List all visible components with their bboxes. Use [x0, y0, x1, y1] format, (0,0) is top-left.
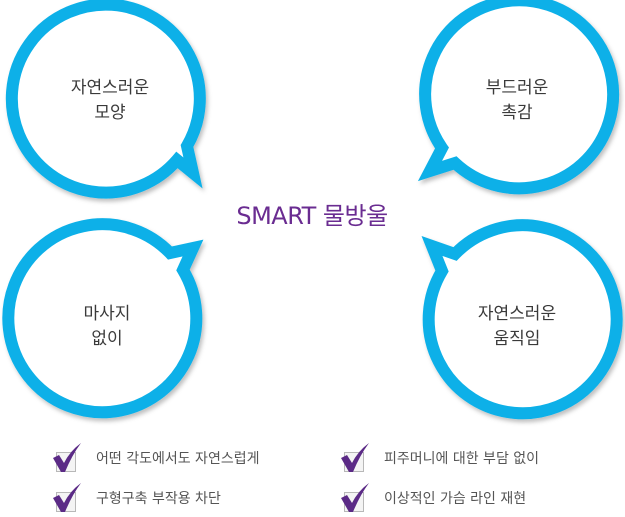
- checkbox: [338, 481, 372, 515]
- bubble-bottom-left-text: 마사지 없이: [27, 302, 187, 352]
- checkbox: [50, 441, 84, 475]
- speech-bubble-bottom-right-shape: [421, 219, 623, 420]
- bubble-top-right-text: 부드러운 촉감: [437, 76, 597, 126]
- bubble-line: 모양: [94, 103, 126, 123]
- check-icon: [53, 443, 81, 472]
- bubble-line: 움직임: [493, 329, 541, 349]
- checklist-label: 구형구축 부작용 차단: [96, 491, 221, 507]
- speech-bubble-bottom-left-shape: [2, 218, 204, 419]
- checklist-item: 피주머니에 대한 부담 없이: [338, 441, 539, 475]
- checklist-item: 구형구축 부작용 차단: [50, 481, 221, 515]
- bubble-line: 자연스러운: [70, 78, 150, 98]
- bubble-top-left-text: 자연스러운 모양: [30, 76, 190, 126]
- check-icon: [341, 443, 369, 472]
- speech-bubble-top-right-shape: [417, 0, 620, 195]
- bubble-line: 없이: [91, 329, 123, 349]
- diagram-title: SMART 물방울: [236, 202, 388, 230]
- check-icon: [341, 483, 369, 512]
- checklist-label: 피주머니에 대한 부담 없이: [384, 451, 540, 467]
- checklist-label: 이상적인 가슴 라인 재현: [384, 491, 527, 507]
- bubble-line: 부드러운: [485, 78, 549, 98]
- checkbox: [338, 441, 372, 475]
- bubble-line: 마사지: [83, 304, 131, 324]
- speech-bubble-top-left-shape: [5, 0, 206, 199]
- checklist-item: 어떤 각도에서도 자연스럽게: [50, 441, 259, 475]
- checkbox: [50, 481, 84, 515]
- bubble-line: 촉감: [501, 103, 533, 123]
- checklist-label: 어떤 각도에서도 자연스럽게: [96, 451, 260, 467]
- bubble-line: 자연스러운: [477, 304, 557, 324]
- checklist-item: 이상적인 가슴 라인 재현: [338, 481, 526, 515]
- check-icon: [53, 483, 81, 512]
- bubble-bottom-right-text: 자연스러운 움직임: [437, 302, 597, 352]
